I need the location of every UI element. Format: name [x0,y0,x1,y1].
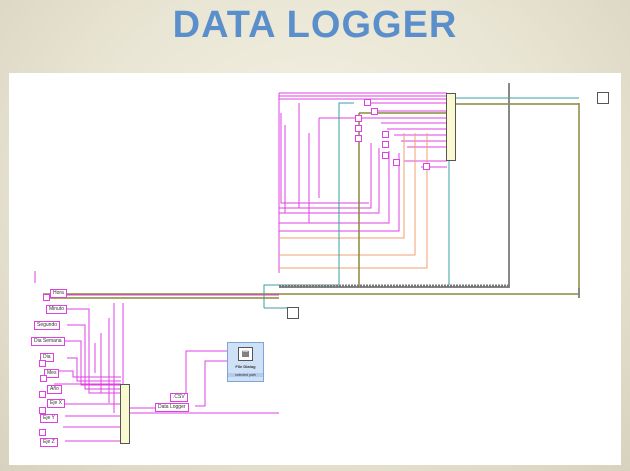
hora-label[interactable]: Hora [50,289,67,298]
ano-label[interactable]: Año [47,385,62,394]
build-array-node[interactable] [120,384,130,444]
control-terminal[interactable] [43,294,50,301]
file-dialog-node[interactable]: ▤ File Dialog selected path [227,342,264,382]
indicator-terminal[interactable] [371,108,378,115]
format-into-string-node[interactable] [446,93,456,161]
control-terminal[interactable] [39,429,46,436]
eje-y-label[interactable]: Eje Y [40,414,58,423]
eje-x-label[interactable]: Eje X [47,399,65,408]
open-file-node[interactable] [287,307,299,319]
write-file-node[interactable] [597,92,609,104]
control-terminal[interactable] [39,407,46,414]
file-dialog-title: File Dialog [235,364,256,369]
mes-label[interactable]: Mes [44,369,60,378]
wire-network [34,83,580,442]
file-dialog-icon: ▤ [238,347,253,361]
minuto-label[interactable]: Minuto [46,305,68,314]
dia-label[interactable]: Dia [40,353,54,362]
data-logger-label[interactable]: Data Logger [155,403,189,412]
indicator-terminal[interactable] [364,99,371,106]
control-terminal[interactable] [39,360,46,367]
indicator-terminal[interactable] [382,152,389,159]
eje-z-label[interactable]: Eje Z [40,438,58,447]
indicator-terminal[interactable] [355,115,362,122]
indicator-terminal[interactable] [382,131,389,138]
indicator-terminal[interactable] [355,135,362,142]
file-dialog-output: selected path [228,373,263,377]
dia-semana-label[interactable]: Dia Semana [31,337,65,346]
indicator-terminal[interactable] [423,163,430,170]
control-terminal[interactable] [39,391,46,398]
control-terminal[interactable] [40,375,47,382]
indicator-terminal[interactable] [393,159,400,166]
block-diagram: Hora Minuto Segundo Dia Semana Dia Mes A… [9,73,621,465]
csv-label[interactable]: .CSV [170,393,188,402]
indicator-terminal[interactable] [382,141,389,148]
segundo-label[interactable]: Segundo [34,321,61,330]
indicator-terminal[interactable] [355,125,362,132]
page-title: DATA LOGGER [172,4,458,46]
